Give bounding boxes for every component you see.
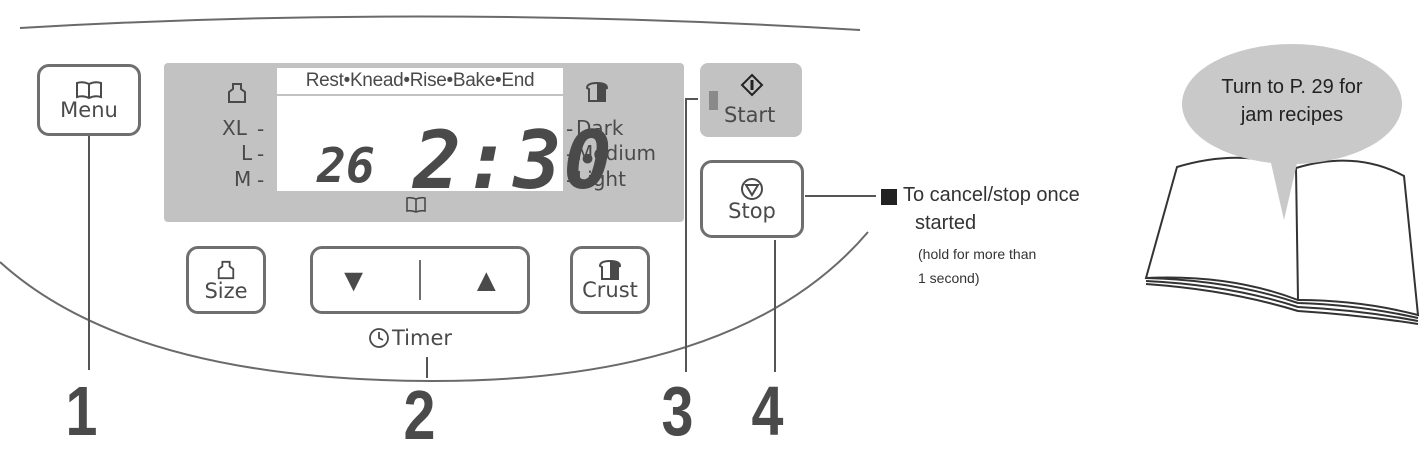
start-indicator-led (709, 91, 718, 110)
start-button-label: Start (724, 103, 776, 127)
stop-icon (741, 177, 763, 200)
menu-button[interactable]: Menu (37, 64, 141, 136)
callout-2: 2 (403, 376, 436, 454)
timer-arrow-buttons: ▼ ▲ (310, 246, 530, 314)
menu-indicator-icon (406, 196, 426, 213)
menu-number-readout: 26 (317, 138, 375, 194)
leader-line-3 (685, 98, 698, 372)
crust-button-label: Crust (582, 277, 638, 302)
size-tick: - (257, 142, 265, 166)
note-bullet (881, 189, 897, 205)
timer-label-text: Timer (392, 326, 453, 350)
size-tick: - (257, 168, 265, 192)
timer-up-button[interactable]: ▲ (470, 261, 503, 298)
size-label-l: L (241, 141, 253, 165)
crust-label-dark: Dark (576, 116, 624, 140)
bread-icon (585, 82, 609, 102)
bread-icon (598, 259, 622, 280)
recipe-book-illustration (1144, 156, 1420, 325)
crust-label-light: Light (576, 167, 626, 191)
crust-tick: - (566, 142, 574, 166)
time-readout: 2:30 (413, 114, 614, 207)
timer-label: Timer (368, 326, 452, 350)
size-button[interactable]: Size (186, 246, 266, 314)
crust-tick: - (566, 117, 574, 141)
stop-note-sub2: 1 second) (918, 270, 980, 286)
timer-down-button[interactable]: ▼ (337, 261, 370, 298)
size-button-label: Size (204, 278, 248, 303)
size-tick: - (257, 117, 265, 141)
stop-button[interactable]: Stop (700, 160, 804, 238)
callout-3: 3 (661, 372, 694, 450)
crust-tick: - (566, 168, 574, 192)
size-icon (217, 260, 235, 279)
phase-indicator: Rest•Knead•Rise•Bake•End (277, 68, 563, 94)
stop-note-main-cont: started (915, 212, 977, 234)
size-label-m: M (234, 167, 252, 191)
stop-note-main: To cancel/stop once (903, 184, 1080, 206)
start-button[interactable]: Start (700, 63, 802, 137)
size-label-xl: XL (222, 116, 247, 140)
lcd-screen: 26 2:30 (277, 96, 612, 207)
speech-bubble-text: Turn to P. 29 for jam recipes (1190, 73, 1394, 129)
start-icon (740, 73, 764, 97)
menu-button-label: Menu (60, 97, 118, 122)
callout-1: 1 (65, 372, 98, 450)
crust-button[interactable]: Crust (570, 246, 650, 314)
size-icon (228, 83, 246, 103)
crust-label-medium: Medium (576, 141, 656, 165)
book-icon (76, 80, 102, 99)
speech-bubble (1182, 44, 1402, 220)
stop-button-label: Stop (728, 198, 776, 223)
speech-bubble-line-1: Turn to P. 29 for (1221, 76, 1363, 98)
speech-bubble-line-2: jam recipes (1240, 104, 1344, 126)
stop-note-sub1: (hold for more than (918, 246, 1037, 262)
callout-4: 4 (751, 372, 784, 450)
arrow-divider (418, 260, 421, 300)
clock-icon (369, 328, 389, 348)
